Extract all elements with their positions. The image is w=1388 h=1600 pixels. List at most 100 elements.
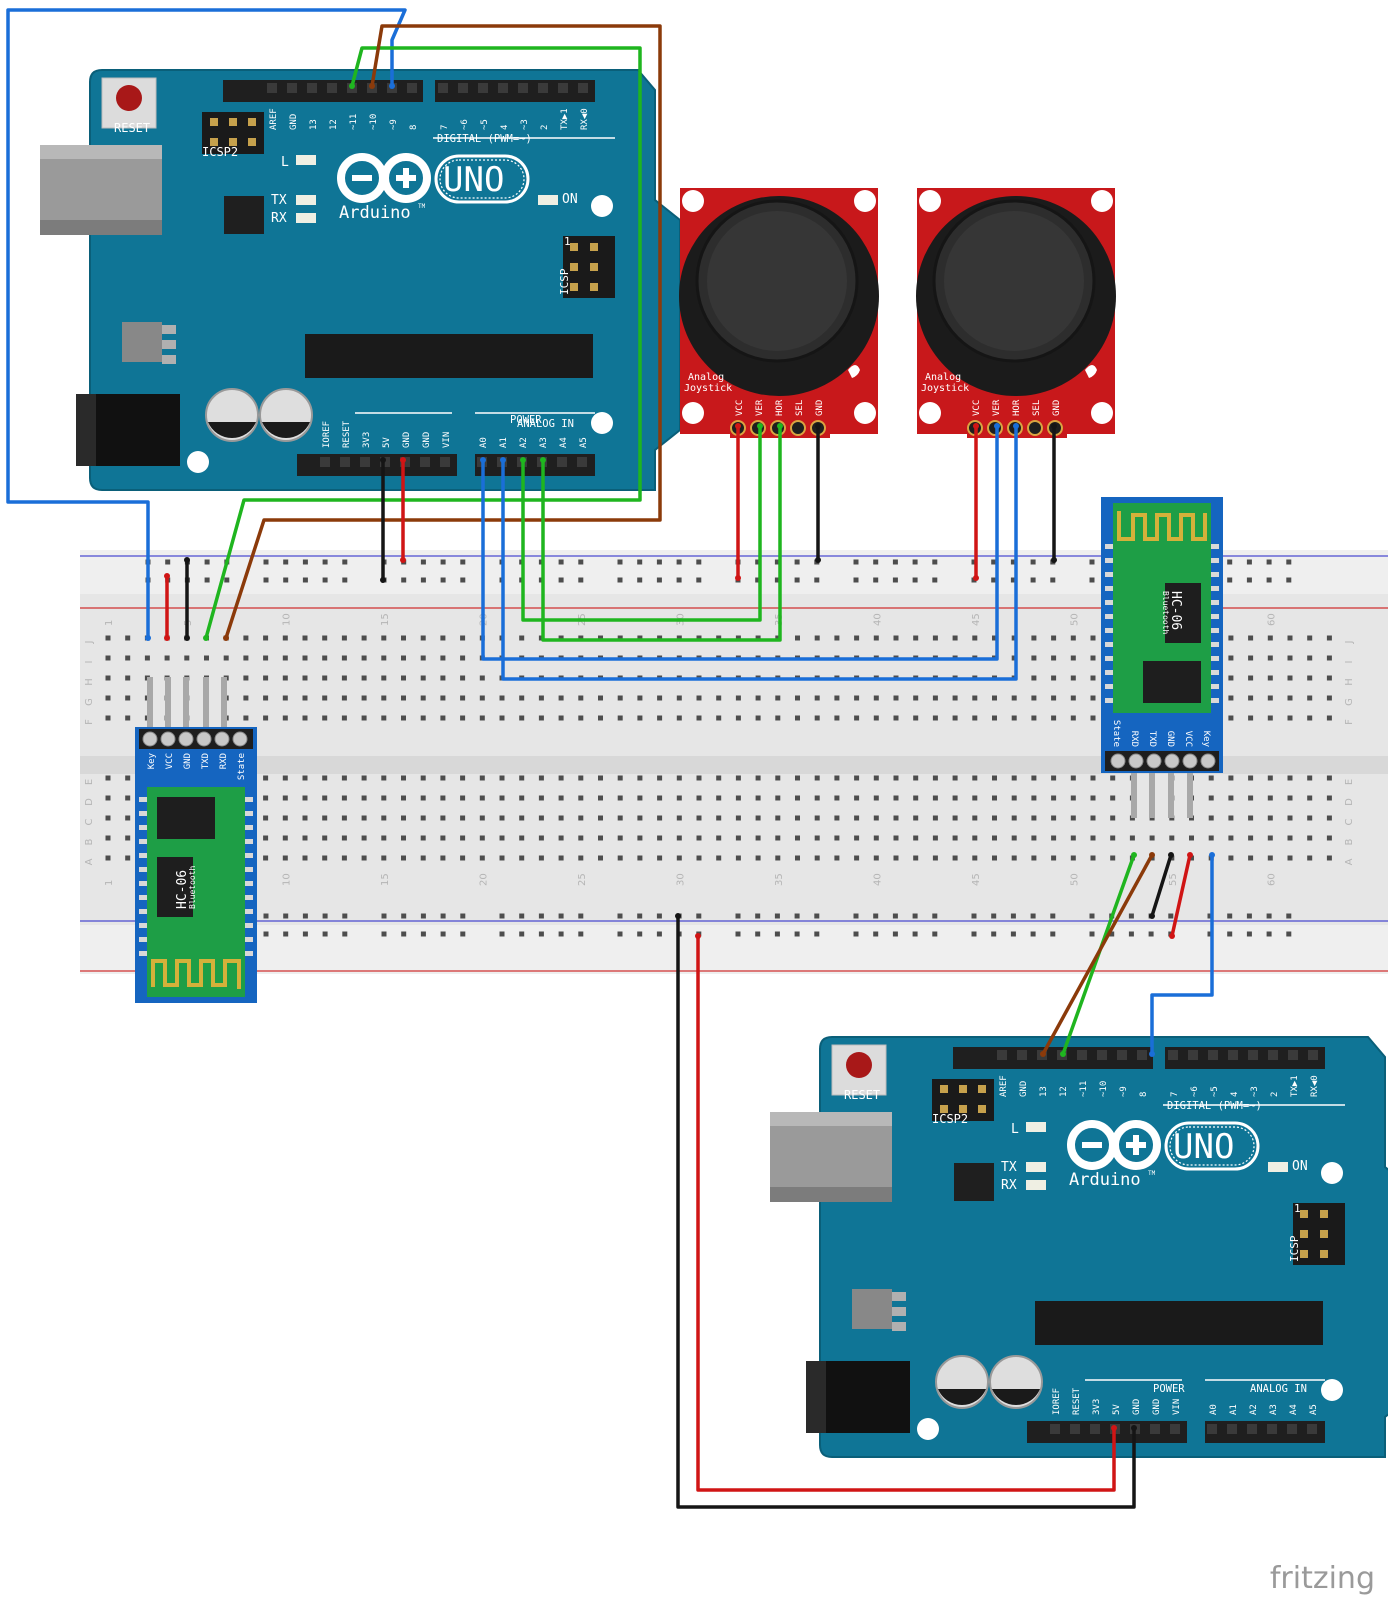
breadboard-hole [519,635,525,641]
wire-end [1013,423,1019,429]
breadboard-hole [401,695,406,701]
rail-hole [283,931,289,937]
rail-hole [322,913,328,919]
breadboard-hole [322,835,328,841]
pin-label: A4 [1289,1404,1299,1415]
row-letter: F [84,719,95,725]
pin-label: 4 [1230,1092,1240,1097]
breadboard-hole [598,855,603,861]
breadboard-hole [992,715,997,721]
breadboard-hole [341,715,347,721]
pin-label: A3 [1269,1404,1279,1415]
breadboard-hole [1307,635,1313,641]
wire-end [1131,1425,1137,1431]
row-letter: C [1344,818,1355,825]
pin-label: TX▶1 [560,108,570,130]
breadboard-hole [440,655,446,661]
breadboard-hole [814,635,820,641]
rail-hole [814,931,820,937]
breadboard-hole [834,695,840,701]
rail-hole [342,913,348,919]
breadboard-hole [1287,775,1293,781]
breadboard-hole [460,775,466,781]
breadboard-hole [479,695,485,701]
wire-end [1169,933,1175,939]
breadboard-hole [105,635,111,641]
column-number: 60 [1266,613,1277,626]
breadboard-hole [617,835,623,841]
arduino-brand: Arduino [1069,1170,1141,1190]
pin-label: ~5 [480,119,490,130]
breadboard-hole [795,775,800,781]
breadboard-hole [125,775,131,781]
breadboard-hole [637,715,643,721]
rail-hole [1227,931,1233,937]
breadboard-hole [893,795,899,801]
pin-label: ~6 [460,119,470,130]
breadboard-hole [598,695,603,701]
joystick-label-1: Analog [925,372,961,383]
breadboard-hole [1129,835,1135,841]
breadboard-hole [302,815,308,821]
pin-label: 2 [540,125,550,130]
wire-end [184,635,190,641]
wire-end [1187,852,1193,858]
rail-hole [263,931,269,937]
wire-end [695,933,701,939]
breadboard-hole [952,835,958,841]
breadboard-hole [893,855,899,861]
pin-label: GND [1152,1399,1162,1415]
wire-green-a3 [541,426,782,642]
breadboard-hole [558,815,564,821]
breadboard-hole [499,835,505,841]
breadboard-hole [1031,655,1037,661]
rail-hole [1089,931,1095,937]
analog-in-label: ANALOG IN [1250,1383,1307,1395]
header-pin [320,457,330,467]
breadboard-hole [105,835,111,841]
breadboard-hole [1051,775,1057,781]
breadboard-hole [1070,855,1076,861]
breadboard-hole [637,855,643,861]
breadboard-hole [1326,655,1332,661]
breadboard-hole [1307,855,1313,861]
breadboard-hole [716,855,722,861]
breadboard-hole [204,655,209,661]
rail-hole [656,577,662,583]
rail-hole [755,931,761,937]
breadboard-hole [716,835,722,841]
breadboard-hole [282,815,288,821]
rail-hole [1030,559,1036,565]
breadboard-hole [341,695,347,701]
breadboard-hole [1307,655,1313,661]
breadboard-hole [1267,815,1273,821]
header-pin [1137,1050,1147,1060]
breadboard-hole [361,815,367,821]
rail-hole [1286,577,1292,583]
rail-hole [873,577,879,583]
rail-hole [1030,577,1036,583]
breadboard-hole [519,815,525,821]
rail-hole [1010,577,1016,583]
breadboard-hole [1287,855,1293,861]
breadboard-hole [992,835,997,841]
breadboard-hole [913,795,919,801]
pin-label: 8 [1139,1092,1149,1097]
breadboard-hole [361,635,367,641]
breadboard-hole [1248,795,1254,801]
breadboard-hole [263,855,269,861]
rail-hole [774,913,780,919]
breadboard-hole [735,795,741,801]
pin-label: ~11 [349,114,359,130]
rail-hole [1286,931,1292,937]
wire-end [735,423,741,429]
rail-hole [499,913,505,919]
breadboard-hole [1090,795,1096,801]
wire-red-arduino2-5v [696,936,1116,1492]
breadboard-hole [578,695,584,701]
pin-label: GND [402,432,412,448]
column-number: 20 [478,873,489,886]
wire-end [777,423,783,429]
breadboard-hole [657,715,663,721]
rail-hole [519,913,525,919]
